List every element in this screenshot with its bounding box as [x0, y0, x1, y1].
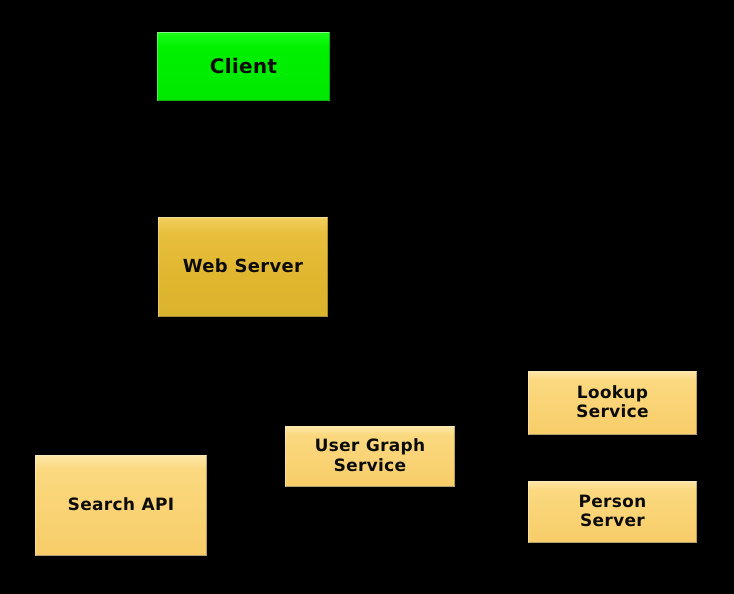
node-label-lookup-service: Lookup Service [576, 382, 649, 422]
node-label-user-graph-service: User Graph Service [314, 436, 426, 476]
node-client[interactable]: Client [157, 32, 330, 101]
node-search-api[interactable]: Search API [35, 455, 207, 556]
node-label-search-api: Search API [67, 494, 175, 515]
node-lookup-service[interactable]: Lookup Service [528, 371, 697, 435]
node-person-server[interactable]: Person Server [528, 481, 697, 543]
node-label-web-server: Web Server [182, 255, 304, 277]
node-web-server[interactable]: Web Server [158, 217, 328, 317]
node-label-client: Client [209, 54, 278, 79]
node-user-graph-service[interactable]: User Graph Service [285, 426, 455, 487]
node-label-person-server: Person Server [578, 491, 647, 531]
